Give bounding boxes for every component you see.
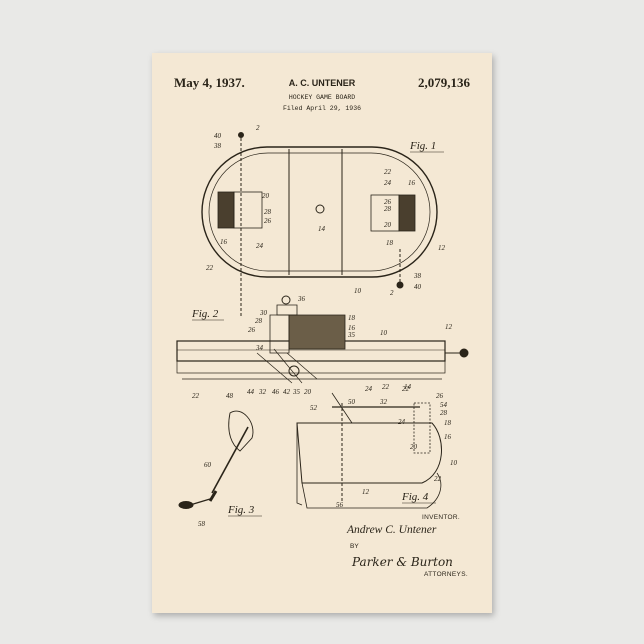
figure-3-hand-stick: Fig. 3 60 58 xyxy=(179,411,262,528)
figure-2-section-view: Fig. 2 363028 263418 163510 122248 44324… xyxy=(177,295,468,400)
svg-text:20: 20 xyxy=(262,192,270,200)
svg-text:18: 18 xyxy=(444,419,452,427)
svg-text:24: 24 xyxy=(365,385,373,393)
svg-text:38: 38 xyxy=(413,272,422,280)
svg-text:52: 52 xyxy=(310,404,318,412)
svg-text:26: 26 xyxy=(264,217,272,225)
fig-4-label: Fig. 4 xyxy=(401,491,429,503)
svg-text:16: 16 xyxy=(408,179,416,187)
svg-text:24: 24 xyxy=(384,179,392,187)
attorneys-label: ATTORNEYS. xyxy=(424,571,468,578)
svg-text:12: 12 xyxy=(445,323,453,331)
svg-text:58: 58 xyxy=(198,520,206,528)
svg-text:28: 28 xyxy=(264,208,272,216)
svg-text:56: 56 xyxy=(336,501,344,509)
svg-text:22: 22 xyxy=(192,392,200,400)
svg-text:24: 24 xyxy=(398,418,406,426)
svg-text:22: 22 xyxy=(434,475,442,483)
svg-text:54: 54 xyxy=(440,401,448,409)
fig-3-label: Fig. 3 xyxy=(227,504,255,516)
patent-poster: May 4, 1937. A. C. UNTENER 2,079,136 HOC… xyxy=(152,53,492,613)
svg-text:22: 22 xyxy=(384,168,392,176)
svg-text:48: 48 xyxy=(226,392,234,400)
svg-text:34: 34 xyxy=(255,344,264,352)
by-label: BY xyxy=(350,543,359,550)
svg-text:12: 12 xyxy=(438,244,446,252)
svg-text:20: 20 xyxy=(304,388,312,396)
svg-text:14: 14 xyxy=(404,383,412,391)
svg-text:24: 24 xyxy=(256,242,264,250)
left-goal xyxy=(218,192,234,228)
svg-text:26: 26 xyxy=(248,326,256,334)
svg-text:18: 18 xyxy=(386,239,394,247)
svg-text:38: 38 xyxy=(213,142,222,150)
fig-2-label: Fig. 2 xyxy=(191,308,219,320)
svg-text:10: 10 xyxy=(380,329,388,337)
svg-text:22: 22 xyxy=(206,264,214,272)
svg-text:20: 20 xyxy=(384,221,392,229)
svg-text:40: 40 xyxy=(214,132,222,140)
svg-text:2: 2 xyxy=(256,124,260,132)
fig-1-label: Fig. 1 xyxy=(409,140,436,152)
svg-text:32: 32 xyxy=(258,388,267,396)
svg-text:42: 42 xyxy=(283,388,291,396)
svg-text:20: 20 xyxy=(410,443,418,451)
svg-text:16: 16 xyxy=(444,433,452,441)
svg-text:16: 16 xyxy=(220,238,228,246)
svg-text:28: 28 xyxy=(440,409,448,417)
svg-text:26: 26 xyxy=(436,392,444,400)
inventor-signature: Andrew C. Untener xyxy=(347,524,436,536)
figure-1-board-top-view: Fig. 1 40382 202826 162422 1410 222416 2… xyxy=(202,124,446,318)
svg-text:18: 18 xyxy=(348,314,356,322)
svg-text:32: 32 xyxy=(379,398,388,406)
attorneys-signature: Parker & Burton xyxy=(352,555,453,569)
svg-text:35: 35 xyxy=(347,331,356,339)
svg-text:28: 28 xyxy=(384,205,392,213)
svg-text:30: 30 xyxy=(259,309,268,317)
inventor-label: INVENTOR. xyxy=(422,514,460,521)
svg-text:2: 2 xyxy=(390,289,394,297)
svg-text:60: 60 xyxy=(204,461,212,469)
svg-text:10: 10 xyxy=(450,459,458,467)
svg-text:14: 14 xyxy=(318,225,326,233)
svg-text:36: 36 xyxy=(297,295,306,303)
svg-text:12: 12 xyxy=(362,488,370,496)
figure-4-corner-cutaway: Fig. 4 22 14 52 50 32 26 5428 18 24 16 20 10 22 5… xyxy=(297,383,458,509)
svg-text:35: 35 xyxy=(292,388,301,396)
svg-text:28: 28 xyxy=(255,317,263,325)
svg-text:50: 50 xyxy=(348,398,356,406)
svg-text:46: 46 xyxy=(272,388,280,396)
svg-text:40: 40 xyxy=(414,283,422,291)
svg-text:10: 10 xyxy=(354,287,362,295)
right-goal xyxy=(399,195,415,231)
svg-text:22: 22 xyxy=(382,383,390,391)
patent-drawing: Fig. 1 40382 202826 162422 1410 222416 2… xyxy=(152,53,492,613)
svg-text:44: 44 xyxy=(247,388,255,396)
